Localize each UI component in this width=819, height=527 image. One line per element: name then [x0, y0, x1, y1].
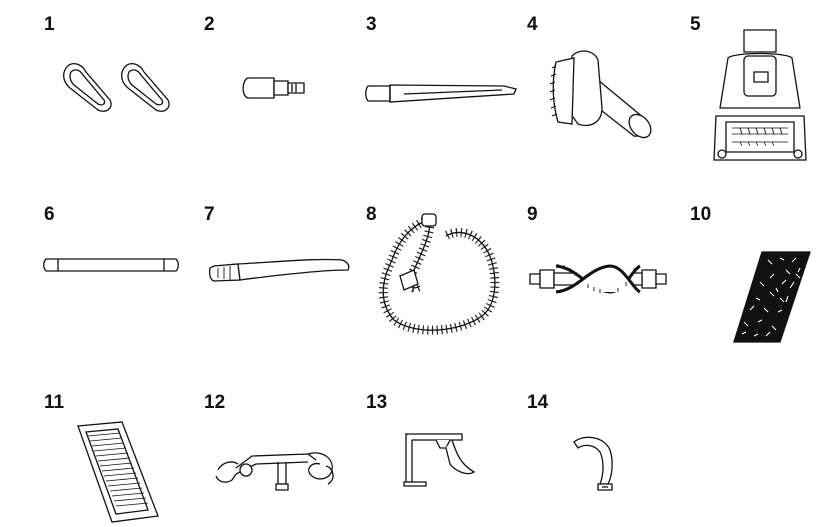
part-number-6: 6: [44, 204, 55, 225]
part-number-8: 8: [366, 204, 377, 225]
dusting-brush-icon: [548, 40, 656, 150]
part-number-2: 2: [204, 14, 215, 35]
part-number-14: 14: [527, 392, 549, 413]
part-number-13: 13: [366, 392, 388, 413]
part-number-4: 4: [527, 14, 538, 35]
part-number-1: 1: [44, 14, 55, 35]
foam-filter-icon: [730, 248, 814, 346]
curved-wand-icon: [206, 254, 352, 286]
part-number-10: 10: [690, 204, 712, 225]
extension-wand-icon: [42, 256, 182, 274]
tool-holder-icon: [396, 428, 476, 490]
part-number-5: 5: [690, 14, 701, 35]
part-number-11: 11: [44, 392, 65, 413]
belts-icon: [58, 58, 176, 116]
cord-hook-assembly-icon: [212, 444, 342, 496]
part-number-12: 12: [204, 392, 226, 413]
part-number-9: 9: [527, 204, 538, 225]
cord-hook-icon: [570, 432, 616, 492]
part-number-3: 3: [366, 14, 377, 35]
crevice-tool-icon: [364, 80, 520, 106]
brushroll-icon: [528, 264, 668, 298]
turbo-brush-icon: [710, 28, 810, 168]
part-number-7: 7: [204, 204, 215, 225]
hose-icon: [370, 212, 510, 338]
hepa-filter-icon: [72, 418, 162, 526]
bulb-icon: [240, 72, 310, 104]
